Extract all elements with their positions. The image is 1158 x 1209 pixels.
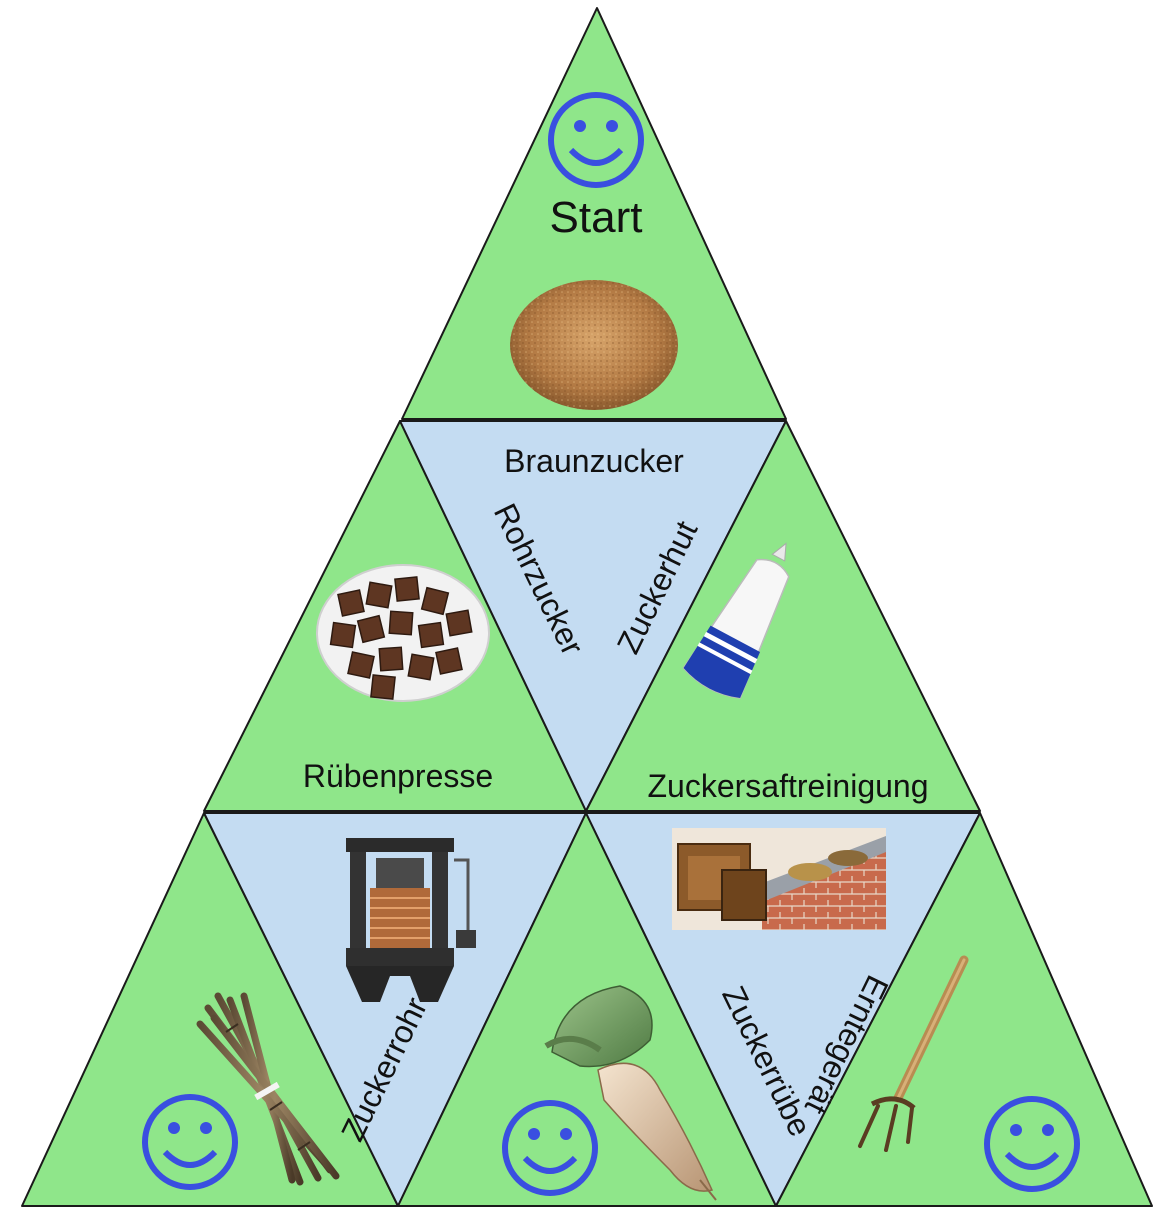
label-braunzucker: Braunzucker: [504, 443, 684, 479]
sugar-juice-purification-vats-image: [672, 828, 886, 930]
smiley-icon: [548, 92, 644, 188]
beet-press-machine-image: [346, 838, 476, 1002]
harvest-fork-tool-image: [858, 955, 969, 1152]
smiley-icon: [984, 1096, 1080, 1192]
label-start: Start: [550, 193, 643, 242]
sugar-cubes-image: [316, 564, 490, 702]
sugarloaf-image: [682, 542, 790, 699]
smiley-icon: [502, 1100, 598, 1196]
smiley-icon: [142, 1094, 238, 1190]
label-zuckersaftreinigung: Zuckersaftreinigung: [647, 768, 928, 804]
tile-zuckersaftreinigung[interactable]: [585, 420, 981, 812]
sugar-beet-image: [544, 985, 717, 1201]
sugar-cane-bundle-image: [196, 992, 340, 1186]
brown-sugar-pile-image: [510, 280, 678, 410]
tile-start[interactable]: [401, 7, 787, 420]
label-rubenpresse: Rübenpresse: [303, 758, 493, 794]
